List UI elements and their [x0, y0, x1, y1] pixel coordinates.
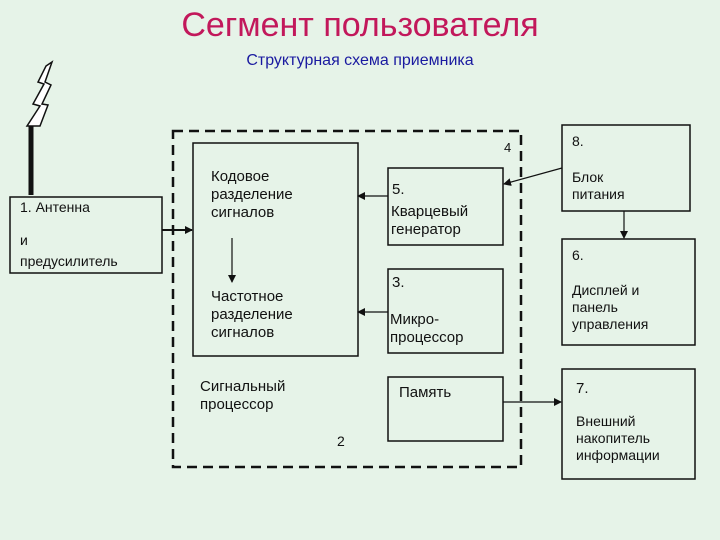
arrow-power-to-receiver — [503, 167, 563, 186]
code-separation-box — [192, 142, 359, 357]
oscillator-number: 5. — [392, 181, 405, 198]
external-storage-box — [561, 368, 696, 480]
antenna-label-line-2: и — [20, 232, 28, 248]
antenna-preamp-box — [9, 196, 163, 274]
signal-processor-label: Сигнальный процессор — [200, 378, 286, 413]
power-supply-label: Блок питания — [572, 169, 625, 202]
antenna-label-line-3: предусилитель — [20, 253, 118, 269]
display-panel-box — [561, 238, 696, 346]
display-panel-number: 6. — [572, 247, 584, 263]
antenna-label-line-1: 1. Антенна — [20, 199, 90, 215]
receiver-boundary — [171, 129, 523, 469]
external-storage-number: 7. — [576, 380, 589, 397]
code-separation-label: Кодовое разделение сигналов — [211, 168, 293, 221]
microprocessor-box — [387, 268, 504, 354]
power-supply-number: 8. — [572, 133, 584, 149]
slide-subtitle: Структурная схема приемника — [246, 52, 474, 69]
memory-box — [387, 376, 504, 442]
frequency-separation-label: Частотное разделение сигналов — [211, 288, 293, 341]
slide-title: Сегмент пользователя — [181, 6, 539, 44]
oscillator-label: Кварцевый генератор — [391, 203, 469, 238]
display-panel-label: Дисплей и панель управления — [572, 282, 649, 332]
receiver-number-4: 4 — [504, 140, 512, 155]
memory-label: Память — [399, 384, 452, 401]
microprocessor-number: 3. — [392, 274, 405, 291]
antenna-icon — [25, 60, 54, 195]
oscillator-box — [387, 167, 504, 246]
receiver-number-2: 2 — [337, 433, 345, 449]
external-storage-label: Внешний накопитель информации — [576, 413, 660, 463]
microprocessor-label: Микро- процессор — [390, 311, 464, 346]
